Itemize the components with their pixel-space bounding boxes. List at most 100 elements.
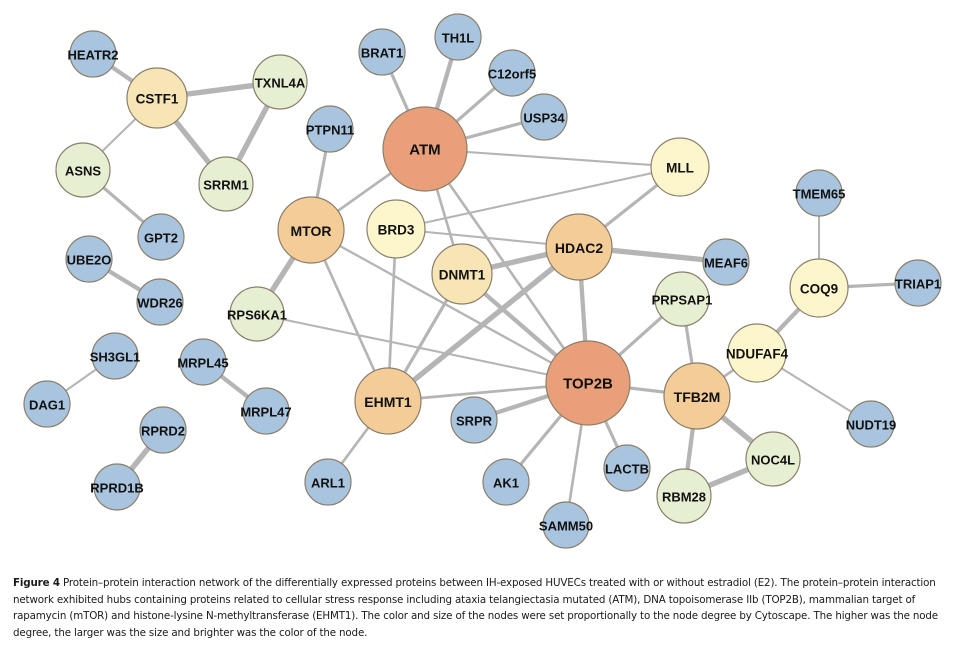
node-label: NUDT19 (846, 418, 897, 433)
node-label: ASNS (65, 164, 101, 179)
node-circle[interactable] (656, 468, 712, 524)
node-txnl4a[interactable]: TXNL4A (252, 54, 308, 110)
node-srpr[interactable]: SRPR (450, 396, 498, 444)
node-noc4l[interactable]: NOC4L (745, 431, 801, 487)
node-c12orf5[interactable]: C12orf5 (488, 49, 536, 97)
node-label: C12orf5 (488, 67, 536, 82)
node-circle[interactable] (306, 105, 354, 153)
node-circle[interactable] (545, 213, 613, 281)
node-arl1[interactable]: ARL1 (304, 458, 352, 506)
node-srrm1[interactable]: SRRM1 (198, 156, 254, 212)
node-circle[interactable] (702, 238, 750, 286)
node-circle[interactable] (55, 142, 111, 198)
node-ptpn11[interactable]: PTPN11 (306, 105, 354, 153)
node-circle[interactable] (69, 30, 117, 78)
edge-mtor-top2b (310, 228, 589, 385)
node-circle[interactable] (65, 235, 113, 283)
node-label: TMEM65 (793, 187, 846, 202)
node-label: RPRD1B (90, 481, 143, 496)
node-usp34[interactable]: USP34 (520, 93, 568, 141)
node-circle[interactable] (789, 258, 849, 318)
node-circle[interactable] (354, 367, 422, 435)
node-circle[interactable] (91, 332, 139, 380)
node-circle[interactable] (242, 387, 290, 435)
node-circle[interactable] (663, 362, 731, 430)
node-lactb[interactable]: LACTB (603, 444, 651, 492)
node-circle[interactable] (431, 243, 493, 305)
node-circle[interactable] (382, 106, 468, 192)
node-dag1[interactable]: DAG1 (23, 380, 71, 428)
node-rbm28[interactable]: RBM28 (656, 468, 712, 524)
node-dnmt1[interactable]: DNMT1 (431, 243, 493, 305)
node-asns[interactable]: ASNS (55, 142, 111, 198)
node-circle[interactable] (542, 501, 590, 549)
node-circle[interactable] (650, 137, 710, 197)
node-mrpl47[interactable]: MRPL47 (240, 387, 292, 435)
node-rps6ka1[interactable]: RPS6KA1 (227, 286, 287, 342)
node-circle[interactable] (93, 463, 141, 511)
node-ak1[interactable]: AK1 (482, 458, 530, 506)
node-circle[interactable] (252, 54, 308, 110)
node-atm[interactable]: ATM (382, 106, 468, 192)
node-circle[interactable] (847, 400, 895, 448)
node-top2b[interactable]: TOP2B (545, 340, 631, 426)
node-circle[interactable] (434, 13, 482, 61)
node-label: ATM (409, 142, 440, 159)
node-circle[interactable] (520, 93, 568, 141)
node-circle[interactable] (229, 286, 285, 342)
node-circle[interactable] (366, 199, 426, 259)
node-ehmt1[interactable]: EHMT1 (354, 367, 422, 435)
node-label: WDR26 (137, 296, 183, 311)
node-circle[interactable] (545, 340, 631, 426)
node-circle[interactable] (727, 323, 787, 383)
node-circle[interactable] (304, 458, 352, 506)
node-circle[interactable] (139, 406, 187, 454)
node-prpsap1[interactable]: PRPSAP1 (652, 271, 713, 327)
node-circle[interactable] (136, 278, 184, 326)
node-circle[interactable] (488, 49, 536, 97)
node-coq9[interactable]: COQ9 (789, 258, 849, 318)
node-circle[interactable] (795, 169, 843, 217)
edge-rps6ka1-top2b (256, 312, 589, 385)
node-circle[interactable] (358, 28, 406, 76)
node-sh3gl1[interactable]: SH3GL1 (90, 332, 141, 380)
node-circle[interactable] (894, 259, 942, 307)
node-circle[interactable] (482, 458, 530, 506)
node-mtor[interactable]: MTOR (277, 196, 345, 264)
node-th1l[interactable]: TH1L (434, 13, 482, 61)
node-mll[interactable]: MLL (650, 137, 710, 197)
node-rprd1b[interactable]: RPRD1B (90, 463, 144, 511)
node-circle[interactable] (126, 67, 188, 129)
node-circle[interactable] (450, 396, 498, 444)
node-label: PTPN11 (306, 123, 354, 138)
node-ube2o[interactable]: UBE2O (65, 235, 113, 283)
node-wdr26[interactable]: WDR26 (136, 278, 184, 326)
node-circle[interactable] (603, 444, 651, 492)
node-label: SRRM1 (203, 178, 249, 193)
node-ndufaf4[interactable]: NDUFAF4 (726, 323, 789, 383)
node-mrpl45[interactable]: MRPL45 (177, 338, 229, 386)
node-circle[interactable] (277, 196, 345, 264)
node-circle[interactable] (654, 271, 710, 327)
node-samm50[interactable]: SAMM50 (539, 501, 593, 549)
node-circle[interactable] (137, 213, 185, 261)
node-meaf6[interactable]: MEAF6 (702, 238, 750, 286)
node-hdac2[interactable]: HDAC2 (545, 213, 613, 281)
node-brd3[interactable]: BRD3 (366, 199, 426, 259)
node-brat1[interactable]: BRAT1 (358, 28, 406, 76)
node-circle[interactable] (198, 156, 254, 212)
node-label: RPRD2 (141, 424, 185, 439)
node-circle[interactable] (745, 431, 801, 487)
node-circle[interactable] (23, 380, 71, 428)
node-gpt2[interactable]: GPT2 (137, 213, 185, 261)
node-nudt19[interactable]: NUDT19 (846, 400, 897, 448)
node-rprd2[interactable]: RPRD2 (139, 406, 187, 454)
node-label: NDUFAF4 (726, 347, 789, 362)
node-tmem65[interactable]: TMEM65 (793, 169, 846, 217)
node-heatr2[interactable]: HEATR2 (67, 30, 119, 78)
node-tfb2m[interactable]: TFB2M (663, 362, 731, 430)
node-label: COQ9 (800, 282, 838, 297)
node-circle[interactable] (179, 338, 227, 386)
node-triap1[interactable]: TRIAP1 (894, 259, 942, 307)
node-cstf1[interactable]: CSTF1 (126, 67, 188, 129)
